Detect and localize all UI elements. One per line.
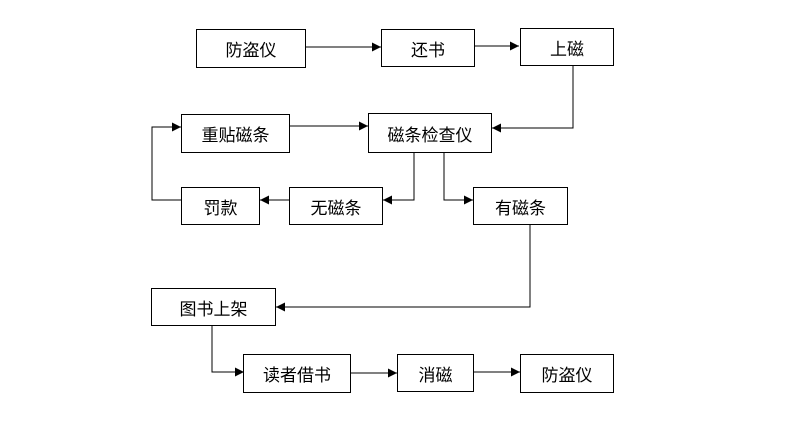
- node-magnetize: 上磁: [520, 28, 614, 66]
- edge-has-strip-to-shelve: [276, 225, 531, 312]
- node-return-book: 还书: [381, 29, 475, 67]
- edge-magnetize-to-checker: [492, 66, 574, 133]
- node-shelve-books: 图书上架: [151, 288, 276, 326]
- node-no-strip: 无磁条: [289, 187, 383, 225]
- node-anti-theft-device-end: 防盗仪: [520, 354, 614, 393]
- node-anti-theft-device-start: 防盗仪: [196, 29, 306, 68]
- node-strip-checker: 磁条检查仪: [368, 113, 492, 153]
- edge-checker-to-no-strip: [383, 153, 415, 205]
- node-fine: 罚款: [181, 187, 260, 225]
- node-reattach-strip: 重贴磁条: [181, 114, 290, 153]
- edge-shelve-to-borrow: [211, 326, 244, 377]
- edge-checker-to-has-strip: [443, 153, 473, 205]
- edge-fine-to-reattach: [151, 122, 182, 201]
- node-reader-borrow: 读者借书: [243, 354, 351, 393]
- node-demagnetize: 消磁: [397, 354, 474, 392]
- node-has-strip: 有磁条: [473, 187, 568, 225]
